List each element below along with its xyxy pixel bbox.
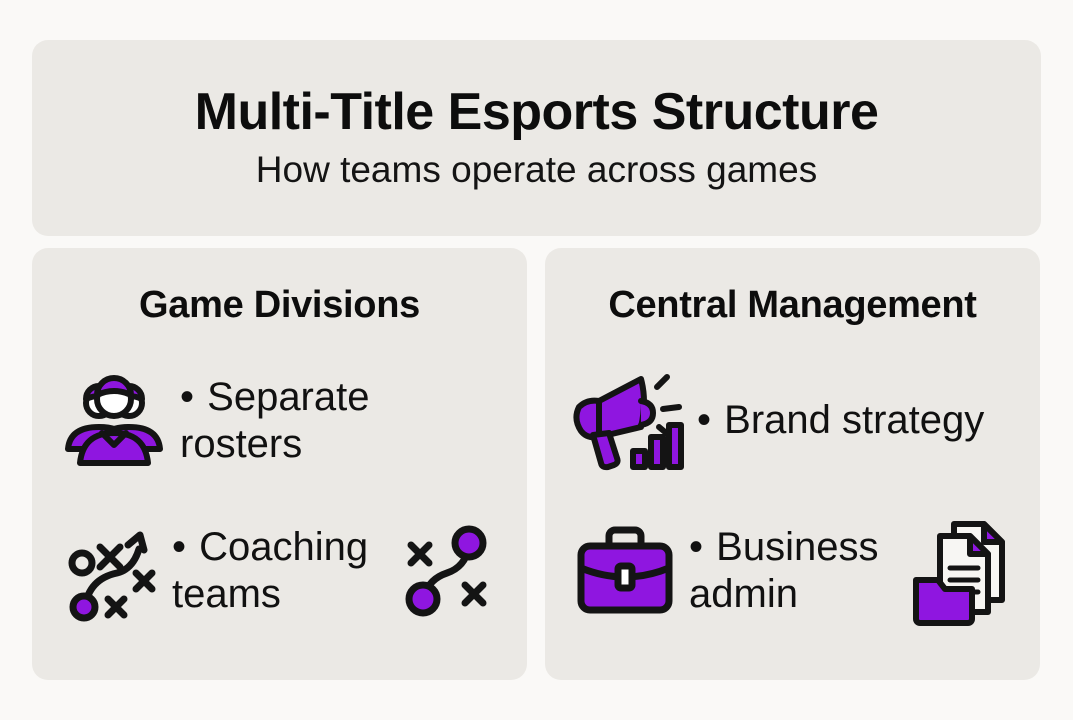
strategy-playbook-icon <box>58 519 162 623</box>
people-group-icon <box>58 375 170 467</box>
documents-folder-icon <box>910 516 1014 626</box>
briefcase-icon <box>571 524 679 618</box>
list-item-label: Separate rosters <box>180 374 370 466</box>
list-item-label: Business admin <box>689 524 879 616</box>
bullet-glyph: • <box>172 524 187 569</box>
header-card: Multi-Title Esports Structure How teams … <box>32 40 1041 236</box>
list-item: • Brand strategy <box>571 361 1014 481</box>
card-rows-central-management: • Brand strategy <box>571 361 1014 654</box>
card-central-management: Central Management <box>545 248 1040 680</box>
list-item-text: • Business admin <box>689 524 900 618</box>
page-subtitle: How teams operate across games <box>255 148 818 190</box>
megaphone-bar-chart-icon <box>571 369 687 473</box>
cards-row: Game Divisions <box>32 248 1041 680</box>
page-title: Multi-Title Esports Structure <box>194 83 879 142</box>
bullet-glyph: • <box>697 398 712 443</box>
bullet-glyph: • <box>689 524 704 569</box>
list-item: • Coaching teams <box>58 511 501 631</box>
list-item: • Separate rosters <box>58 361 501 481</box>
card-game-divisions: Game Divisions <box>32 248 527 680</box>
list-item-text: • Brand strategy <box>697 397 1014 444</box>
card-title-game-divisions: Game Divisions <box>139 284 420 326</box>
bullet-glyph: • <box>180 374 195 419</box>
list-item-text: • Separate rosters <box>180 374 501 468</box>
list-item-text: • Coaching teams <box>172 524 391 618</box>
list-item-label: Brand strategy <box>724 398 985 443</box>
list-item-label: Coaching teams <box>172 524 369 616</box>
card-rows-game-divisions: • Separate rosters <box>58 361 501 654</box>
card-title-central-management: Central Management <box>608 284 977 326</box>
connected-nodes-icon <box>401 519 501 623</box>
list-item: • Business admin <box>571 511 1014 631</box>
